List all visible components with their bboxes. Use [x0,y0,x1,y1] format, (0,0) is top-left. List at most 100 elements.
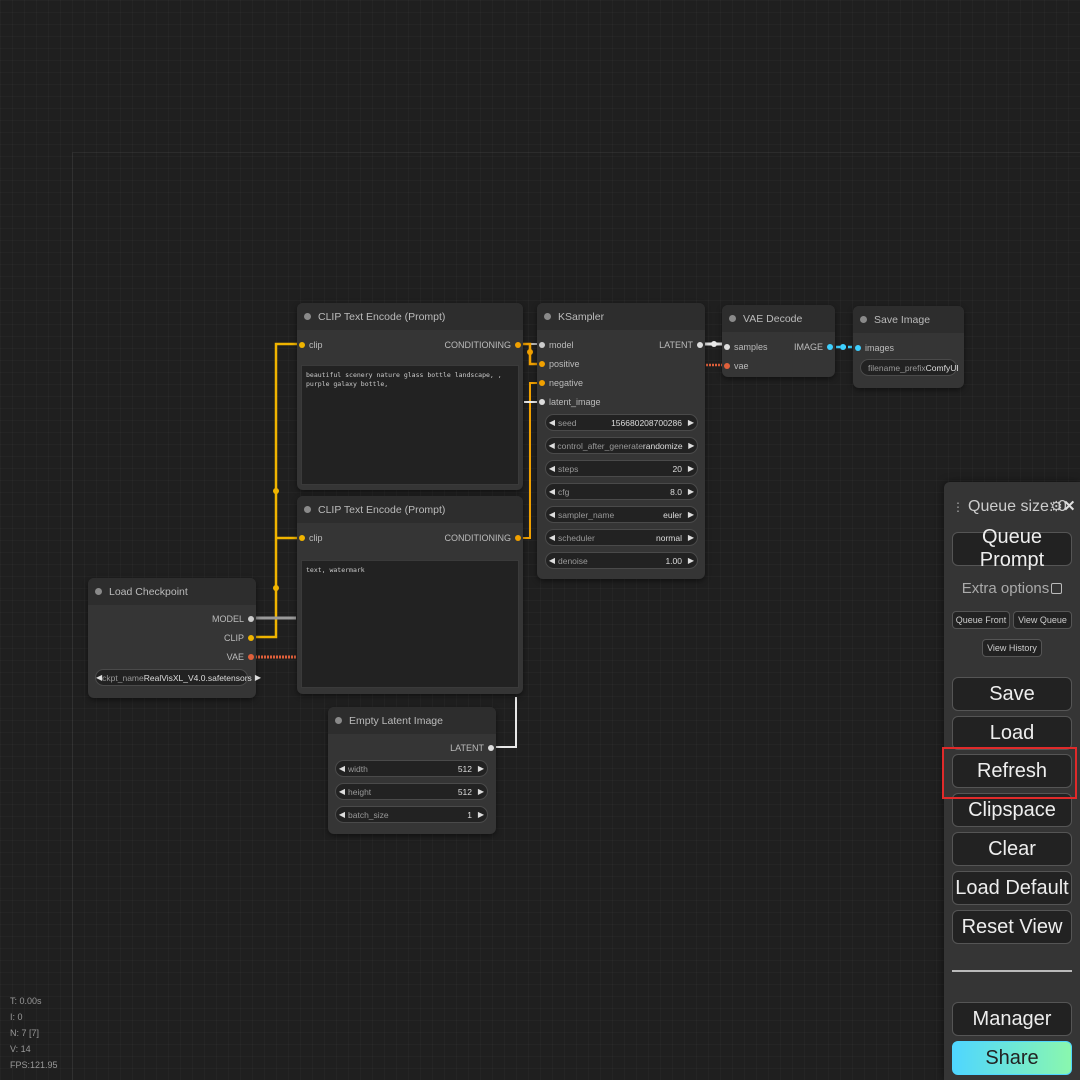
drag-handle-icon[interactable]: ⋮ [952,500,964,514]
input-slot-latent-image[interactable]: latent_image [539,396,601,408]
increment-icon[interactable]: ▶ [687,487,695,496]
save-button[interactable]: Save [952,677,1072,711]
queue-menu-panel: ⋮ Queue size: 0 ⚙ ✕ Queue Prompt Extra o… [944,482,1080,1080]
slot-dot-icon [724,363,730,369]
view-history-button[interactable]: View History [982,639,1042,657]
decrement-icon[interactable]: ◀ [548,510,556,519]
input-slot-samples[interactable]: samples [724,341,768,353]
close-icon[interactable]: ✕ [1063,498,1076,515]
input-slot-images[interactable]: images [855,342,894,354]
output-slot-conditioning[interactable]: CONDITIONING [445,339,521,351]
extra-options-toggle[interactable]: Extra options [944,580,1080,597]
increment-icon[interactable]: ▶ [477,810,485,819]
node-title: KSampler [558,310,605,323]
increment-icon[interactable]: ▶ [477,764,485,773]
increment-icon[interactable]: ▶ [687,556,695,565]
reset-view-button[interactable]: Reset View [952,910,1072,944]
input-slot-clip[interactable]: clip [299,532,323,544]
increment-icon[interactable]: ▶ [687,418,695,427]
increment-icon[interactable]: ▶ [254,673,261,682]
collapse-dot-icon[interactable] [95,588,102,595]
decrement-icon[interactable]: ◀ [96,673,103,682]
decrement-icon[interactable]: ◀ [548,487,556,496]
input-slot-vae[interactable]: vae [724,360,749,372]
node-clip-text-encode-negative[interactable]: CLIP Text Encode (Prompt) clip CONDITION… [297,496,523,694]
output-slot-image[interactable]: IMAGE [794,341,833,353]
queue-front-button[interactable]: Queue Front [952,611,1010,629]
node-vae-decode[interactable]: VAE Decode samples vae IMAGE [722,305,835,377]
node-title-bar[interactable]: VAE Decode [722,305,835,332]
refresh-button[interactable]: Refresh [952,754,1072,788]
decrement-icon[interactable]: ◀ [338,810,346,819]
slot-label: clip [309,533,323,543]
input-slot-negative[interactable]: negative [539,377,583,389]
manager-button[interactable]: Manager [952,1002,1072,1036]
collapse-dot-icon[interactable] [304,506,311,513]
extra-options-checkbox[interactable] [1051,583,1063,594]
decrement-icon[interactable]: ◀ [548,418,556,427]
output-slot-clip[interactable]: CLIP [224,632,254,644]
decrement-icon[interactable]: ◀ [548,556,556,565]
input-slot-clip[interactable]: clip [299,339,323,351]
collapse-dot-icon[interactable] [729,315,736,322]
node-ksampler[interactable]: KSampler model positive negative latent_… [537,303,705,579]
slot-dot-icon [827,344,833,350]
gear-icon[interactable]: ⚙ [1050,498,1063,514]
increment-icon[interactable]: ▶ [477,787,485,796]
collapse-dot-icon[interactable] [335,717,342,724]
queue-prompt-button[interactable]: Queue Prompt [952,526,1072,571]
node-title-bar[interactable]: Load Checkpoint [88,578,256,605]
output-slot-latent[interactable]: LATENT [659,339,703,351]
prompt-textarea[interactable]: text, watermark [301,560,519,688]
decrement-icon[interactable]: ◀ [548,533,556,542]
input-slot-model[interactable]: model [539,339,574,351]
output-slot-model[interactable]: MODEL [212,613,254,625]
output-slot-latent[interactable]: LATENT [450,742,494,754]
node-title-bar[interactable]: CLIP Text Encode (Prompt) [297,496,523,523]
decrement-icon[interactable]: ◀ [548,464,556,473]
node-title-bar[interactable]: Empty Latent Image [328,707,496,734]
view-queue-button[interactable]: View Queue [1013,611,1072,629]
clear-button[interactable]: Clear [952,832,1072,866]
decrement-icon[interactable]: ◀ [548,441,555,450]
increment-icon[interactable]: ▶ [687,533,695,542]
increment-icon[interactable]: ▶ [688,441,695,450]
share-button[interactable]: Share [952,1041,1072,1075]
load-button[interactable]: Load [952,716,1072,750]
prompt-textarea[interactable]: beautiful scenery nature glass bottle la… [301,365,519,485]
node-title-bar[interactable]: KSampler [537,303,705,330]
menu-divider [952,970,1072,972]
output-slot-conditioning[interactable]: CONDITIONING [445,532,521,544]
clipspace-button[interactable]: Clipspace [952,793,1072,827]
collapse-dot-icon[interactable] [544,313,551,320]
collapse-dot-icon[interactable] [304,313,311,320]
increment-icon[interactable]: ▶ [687,464,695,473]
collapse-dot-icon[interactable] [860,316,867,323]
node-clip-text-encode-positive[interactable]: CLIP Text Encode (Prompt) clip CONDITION… [297,303,523,490]
decrement-icon[interactable]: ◀ [338,764,346,773]
node-title-bar[interactable]: Save Image [853,306,964,333]
node-title-bar[interactable]: CLIP Text Encode (Prompt) [297,303,523,330]
node-load-checkpoint[interactable]: Load Checkpoint MODEL CLIP VAE ◀ckpt_nam… [88,578,261,698]
widget-label: filename_prefix [868,362,926,373]
increment-icon[interactable]: ▶ [687,510,695,519]
output-slot-vae[interactable]: VAE [227,651,254,663]
input-slot-positive[interactable]: positive [539,358,580,370]
load-default-button[interactable]: Load Default [952,871,1072,905]
render-stats: T: 0.00s I: 0 N: 7 [7] V: 14 FPS:121.95 [10,993,58,1073]
decrement-icon[interactable]: ◀ [338,787,346,796]
